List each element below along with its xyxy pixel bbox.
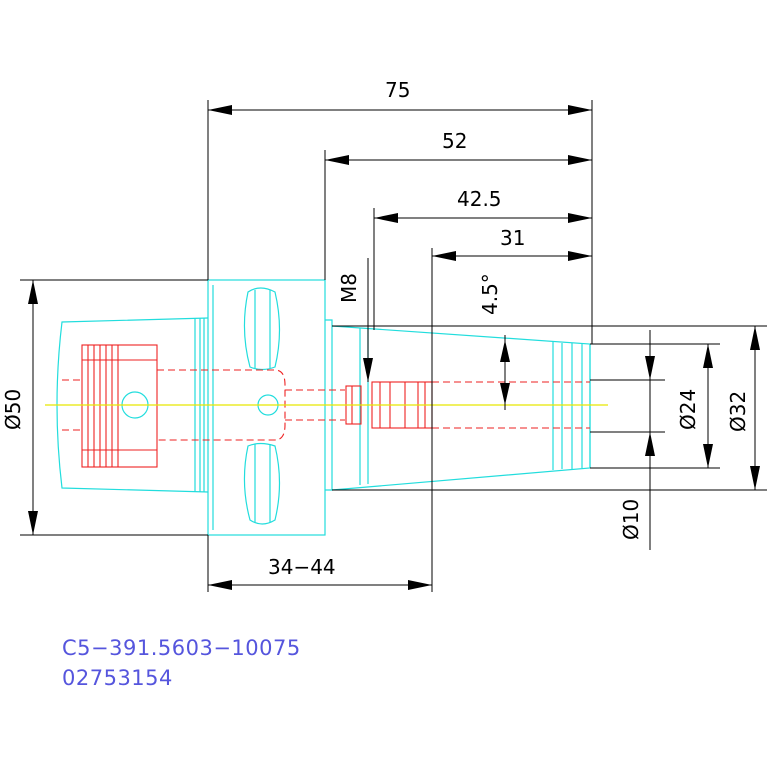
dim-dia24-label: Ø24	[676, 389, 700, 430]
dim-angle-label: 4.5°	[478, 273, 502, 315]
dim-dia32-label: Ø32	[726, 391, 750, 432]
part-number: 02753154	[62, 666, 173, 690]
dim-dia10-label: Ø10	[619, 499, 643, 540]
dim-m8-label: M8	[337, 273, 361, 303]
dim-52-label: 52	[442, 129, 467, 153]
dim-75-label: 75	[385, 78, 410, 102]
dimension-lines	[20, 100, 767, 592]
part-code: C5−391.5603−10075	[62, 636, 301, 660]
dim-dia50-label: Ø50	[1, 389, 25, 430]
dim-34-44-label: 34−44	[268, 555, 336, 579]
dim-42-5-label: 42.5	[457, 187, 502, 211]
tool-holder-outline	[56, 279, 591, 536]
dim-31-label: 31	[500, 226, 525, 250]
internal-bore-hidden-lines	[62, 344, 590, 468]
